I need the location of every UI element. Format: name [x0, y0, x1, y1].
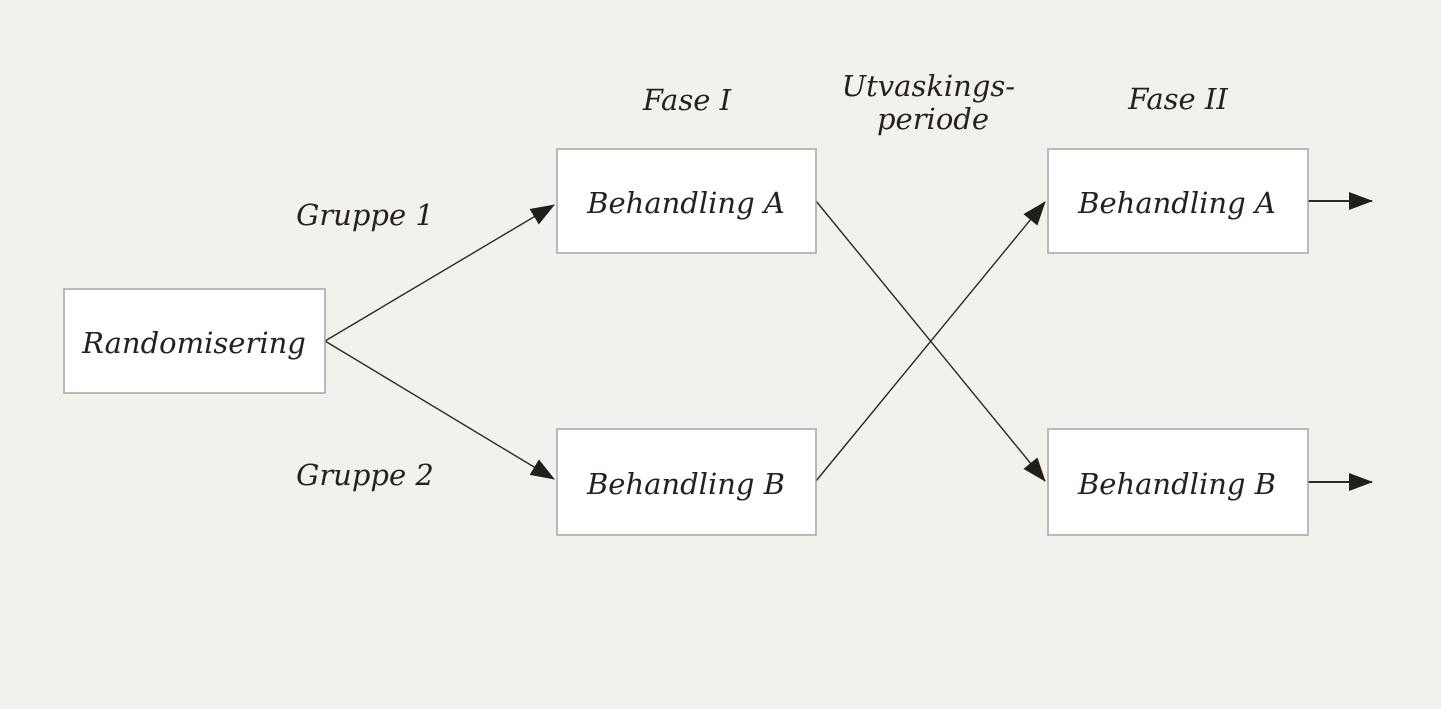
washout-header-line1: Utvaskings- — [842, 69, 1015, 103]
fase1-header: Fase I — [642, 83, 732, 117]
fase2-behandling-a-box: Behandling A — [1047, 148, 1309, 254]
fase1-behandling-b-box: Behandling B — [556, 428, 817, 536]
fase1-behandling-a-box: Behandling A — [556, 148, 817, 254]
washout-header: Utvaskings- periode — [842, 69, 1025, 136]
fase1-behandling-a-label: Behandling A — [586, 186, 785, 220]
randomisering-box: Randomisering — [63, 288, 326, 394]
arrow-group2 — [324, 340, 555, 480]
group2-label: Gruppe 2 — [296, 458, 434, 492]
fase1-behandling-b-label: Behandling B — [586, 467, 785, 501]
fase2-behandling-b-label: Behandling B — [1077, 467, 1276, 501]
arrow-crossover-b-to-a — [815, 201, 1046, 482]
fase2-behandling-b-box: Behandling B — [1047, 428, 1309, 536]
washout-header-line2: periode — [877, 102, 989, 136]
arrows — [324, 192, 1373, 491]
arrow-group1 — [324, 204, 555, 342]
randomisering-label: Randomisering — [81, 326, 306, 360]
fase2-header: Fase II — [1127, 82, 1228, 116]
fase2-behandling-a-label: Behandling A — [1077, 186, 1276, 220]
group1-label: Gruppe 1 — [296, 198, 434, 232]
